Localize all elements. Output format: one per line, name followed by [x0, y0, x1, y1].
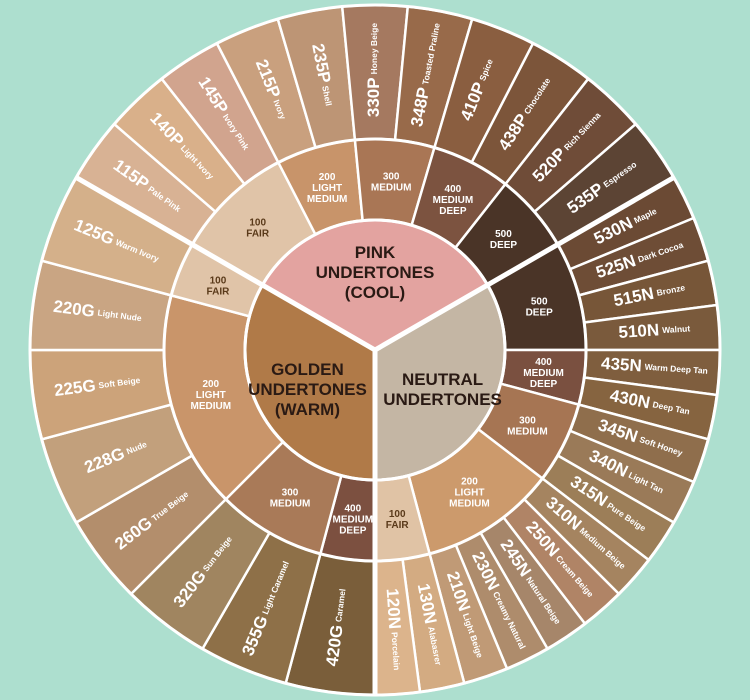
tier-label-line: 200: [202, 379, 219, 390]
tier-label-line: 200: [461, 476, 478, 487]
tier-label-line: 400: [535, 357, 552, 368]
shade-name: Walnut: [662, 324, 691, 336]
tier-label-line: LIGHT: [454, 487, 484, 498]
tier-label-line: FAIR: [246, 228, 270, 239]
group-divider: [74, 175, 377, 353]
tier-ring: [162, 137, 588, 563]
undertone-label-line: PINK: [355, 243, 396, 262]
tier-label-line: DEEP: [530, 379, 558, 390]
shade-code: 510N: [618, 321, 660, 343]
tier-label-line: FAIR: [207, 286, 231, 297]
tier-label-line: 100: [389, 509, 406, 520]
undertone-label-line: GOLDEN: [271, 360, 344, 379]
tier-label-line: MEDIUM: [191, 401, 232, 412]
group-divider: [373, 175, 676, 353]
undertone-label-line: (WARM): [275, 400, 340, 419]
shade-label: 220GLight Nude: [52, 297, 143, 327]
tier-label-line: DEEP: [490, 240, 518, 251]
shade-name: Caramel: [333, 588, 347, 623]
tier-label-line: 300: [383, 171, 400, 182]
tier-label-line: MEDIUM: [449, 498, 490, 509]
tier-label-line: 100: [210, 275, 227, 286]
tier-label-line: MEDIUM: [307, 194, 348, 205]
group-separators: [28, 3, 722, 697]
undertone-label-line: UNDERTONES: [383, 390, 502, 409]
shade-code: 330P: [364, 77, 383, 117]
tier-label-line: LIGHT: [312, 183, 342, 194]
tier-label-line: MEDIUM: [523, 368, 564, 379]
shade-code: 120N: [382, 588, 404, 630]
tier-label-line: MEDIUM: [433, 195, 474, 206]
shade-label: 120N Porcelain: [382, 588, 406, 671]
tier-label-line: FAIR: [386, 520, 410, 531]
shade-name: Shell: [320, 85, 334, 107]
tier-label-line: MEDIUM: [333, 515, 374, 526]
shade-label: 330P Honey Beige: [364, 23, 383, 117]
undertone-label-line: UNDERTONES: [248, 380, 367, 399]
tier-label-line: 400: [344, 504, 361, 515]
tier-label-line: DEEP: [526, 308, 554, 319]
undertone-label-line: (COOL): [345, 283, 405, 302]
tier-label-line: MEDIUM: [270, 499, 311, 510]
shade-name: Porcelain: [389, 632, 401, 671]
tier-label-line: LIGHT: [196, 390, 226, 401]
tier-label-line: 500: [531, 297, 548, 308]
tier-label-line: 200: [319, 172, 336, 183]
undertone-label-line: UNDERTONES: [316, 263, 435, 282]
tier-label-line: MEDIUM: [371, 182, 412, 193]
tier-label-line: 300: [282, 488, 299, 499]
shade-name: Warm Deep Tan: [644, 362, 708, 376]
undertone-label-line: NEUTRAL: [402, 370, 483, 389]
shade-code: 435N: [600, 354, 642, 376]
tier-label-line: 300: [519, 416, 536, 427]
shade-name: Honey Beige: [369, 23, 379, 75]
tier-label-line: DEEP: [339, 526, 367, 537]
tier-label-line: MEDIUM: [507, 427, 548, 438]
tier-label-line: 500: [495, 229, 512, 240]
tier-label-line: 100: [249, 217, 266, 228]
tier-label-line: DEEP: [439, 206, 467, 217]
tier-label-line: 400: [445, 184, 462, 195]
